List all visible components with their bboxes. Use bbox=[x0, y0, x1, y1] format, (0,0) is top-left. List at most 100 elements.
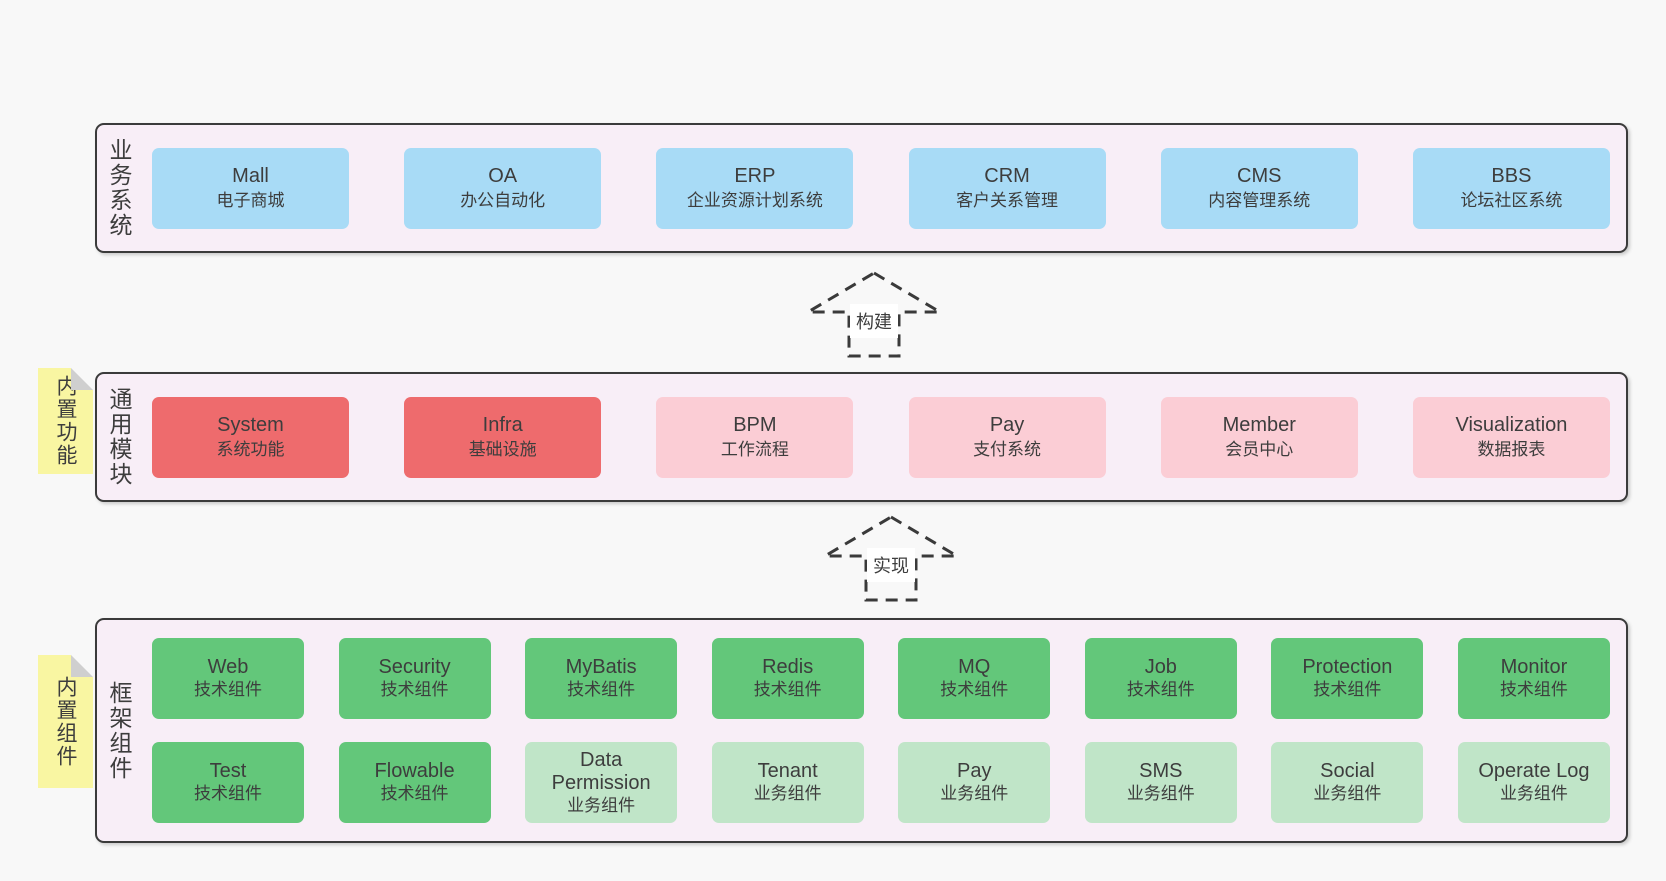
up-arrow-outline bbox=[819, 515, 963, 602]
box-title: CRM bbox=[984, 165, 1030, 187]
box-member: Member 会员中心 bbox=[1160, 396, 1358, 478]
box-title: Operate Log bbox=[1478, 760, 1590, 782]
box-title: System bbox=[217, 414, 284, 436]
box-subtitle: 客户关系管理 bbox=[956, 191, 1059, 210]
box-mall: Mall 电子商城 bbox=[152, 147, 349, 229]
box-subtitle: 技术组件 bbox=[753, 680, 822, 699]
box-subtitle: 企业资源计划系统 bbox=[686, 191, 823, 210]
box-job: Job 技术组件 bbox=[1084, 638, 1237, 719]
box-title: Monitor bbox=[1500, 656, 1568, 678]
box-title: Pay bbox=[957, 760, 992, 782]
box-title: CMS bbox=[1237, 165, 1282, 187]
box-mq: MQ 技术组件 bbox=[898, 638, 1051, 719]
box-subtitle: 业务组件 bbox=[940, 784, 1009, 803]
box-title: Security bbox=[378, 656, 451, 678]
box-system: System 系统功能 bbox=[152, 396, 349, 478]
box-sms: SMS 业务组件 bbox=[1084, 742, 1237, 823]
band-label: 框架组件 bbox=[106, 680, 132, 781]
box-subtitle: 支付系统 bbox=[973, 440, 1042, 459]
sticky-note-label: 内置组件 bbox=[54, 675, 77, 768]
sticky-note-built-in-functions: 内置功能 bbox=[38, 368, 93, 474]
box-tenant: Tenant 业务组件 bbox=[711, 742, 864, 823]
box-subtitle: 数据报表 bbox=[1477, 440, 1546, 459]
band-framework-components: 框架组件 Web 技术组件 Security 技术组件 MyBatis 技术组件… bbox=[95, 618, 1628, 843]
sticky-note-label: 内置功能 bbox=[54, 375, 77, 467]
box-title: Member bbox=[1222, 414, 1296, 436]
box-pay: Pay 支付系统 bbox=[908, 396, 1106, 478]
box-subtitle: 系统功能 bbox=[216, 440, 285, 459]
arrow-build: 构建 bbox=[802, 269, 946, 361]
box-subtitle: 业务组件 bbox=[567, 795, 636, 815]
band-business-systems: 业务系统 Mall 电子商城 OA 办公自动化 ERP 企业资源计划系统 CRM… bbox=[95, 123, 1628, 253]
box-title: Infra bbox=[482, 414, 523, 436]
box-erp: ERP 企业资源计划系统 bbox=[656, 147, 854, 229]
band-label: 业务系统 bbox=[106, 138, 132, 238]
box-subtitle: 技术组件 bbox=[1126, 680, 1195, 699]
box-title: Tenant bbox=[757, 760, 818, 782]
band-common-modules: 通用模块 System 系统功能 Infra 基础设施 BPM 工作流程 Pay… bbox=[95, 372, 1628, 502]
framework-row-2: Test 技术组件 Flowable 技术组件 Data Permission … bbox=[152, 742, 1610, 823]
box-subtitle: 技术组件 bbox=[940, 680, 1009, 699]
box-crm: CRM 客户关系管理 bbox=[908, 147, 1106, 229]
band-modules-row: System 系统功能 Infra 基础设施 BPM 工作流程 Pay 支付系统… bbox=[152, 396, 1610, 478]
box-social: Social 业务组件 bbox=[1271, 742, 1424, 823]
framework-row-1: Web 技术组件 Security 技术组件 MyBatis 技术组件 Redi… bbox=[152, 638, 1610, 719]
box-subtitle: 技术组件 bbox=[194, 680, 262, 699]
up-arrow-outline bbox=[802, 271, 946, 358]
box-title: MQ bbox=[958, 656, 991, 678]
box-subtitle: 技术组件 bbox=[194, 784, 262, 803]
sticky-note-built-in-components: 内置组件 bbox=[38, 655, 93, 788]
band-framework-grid: Web 技术组件 Security 技术组件 MyBatis 技术组件 Redi… bbox=[152, 638, 1610, 823]
box-title: BBS bbox=[1491, 165, 1532, 187]
up-arrow-icon: 构建 bbox=[802, 271, 946, 358]
box-subtitle: 基础设施 bbox=[468, 440, 537, 459]
up-arrow-icon: 实现 bbox=[819, 515, 963, 602]
box-title: Social bbox=[1320, 760, 1375, 782]
box-data-permission: Data Permission 业务组件 bbox=[525, 742, 678, 823]
box-subtitle: 技术组件 bbox=[380, 784, 449, 803]
box-bbs: BBS 论坛社区系统 bbox=[1412, 147, 1610, 229]
box-test: Test 技术组件 bbox=[152, 742, 304, 823]
box-subtitle: 业务组件 bbox=[753, 784, 822, 803]
box-title: Visualization bbox=[1455, 414, 1568, 436]
box-monitor: Monitor 技术组件 bbox=[1457, 638, 1610, 719]
box-title: ERP bbox=[734, 165, 776, 187]
box-web: Web 技术组件 bbox=[152, 638, 304, 719]
box-subtitle: 技术组件 bbox=[380, 680, 449, 699]
box-subtitle: 业务组件 bbox=[1499, 784, 1568, 803]
arrow-label-background bbox=[867, 548, 915, 582]
box-title: BPM bbox=[733, 414, 777, 436]
box-title: Web bbox=[207, 656, 249, 678]
arrow-implement: 实现 bbox=[819, 513, 963, 605]
box-title: SMS bbox=[1139, 760, 1183, 782]
box-title: OA bbox=[488, 165, 518, 187]
box-subtitle: 业务组件 bbox=[1313, 784, 1382, 803]
band-business-row: Mall 电子商城 OA 办公自动化 ERP 企业资源计划系统 CRM 客户关系… bbox=[152, 147, 1610, 229]
box-mybatis: MyBatis 技术组件 bbox=[525, 638, 678, 719]
box-infra: Infra 基础设施 bbox=[404, 396, 602, 478]
box-subtitle: 会员中心 bbox=[1225, 440, 1294, 459]
arrow-label-background bbox=[850, 304, 898, 338]
box-subtitle: 论坛社区系统 bbox=[1460, 191, 1563, 210]
box-visualization: Visualization 数据报表 bbox=[1412, 396, 1610, 478]
band-label: 通用模块 bbox=[106, 387, 132, 487]
box-title: Data Permission bbox=[551, 748, 651, 794]
box-pay-business: Pay 业务组件 bbox=[898, 742, 1051, 823]
arrow-label: 实现 bbox=[873, 556, 909, 576]
box-bpm: BPM 工作流程 bbox=[656, 396, 854, 478]
box-oa: OA 办公自动化 bbox=[404, 147, 602, 229]
box-subtitle: 办公自动化 bbox=[460, 191, 546, 210]
box-title: Flowable bbox=[374, 760, 455, 782]
box-redis: Redis 技术组件 bbox=[711, 638, 864, 719]
box-security: Security 技术组件 bbox=[338, 638, 491, 719]
box-title: Mall bbox=[232, 165, 269, 187]
box-subtitle: 技术组件 bbox=[1313, 680, 1382, 699]
box-subtitle: 内容管理系统 bbox=[1208, 191, 1311, 210]
box-protection: Protection 技术组件 bbox=[1271, 638, 1424, 719]
box-title: MyBatis bbox=[565, 656, 637, 678]
box-subtitle: 业务组件 bbox=[1126, 784, 1195, 803]
box-title: Test bbox=[209, 760, 247, 782]
box-operate-log: Operate Log 业务组件 bbox=[1457, 742, 1610, 823]
box-title: Pay bbox=[989, 414, 1025, 436]
box-title: Protection bbox=[1302, 656, 1393, 678]
